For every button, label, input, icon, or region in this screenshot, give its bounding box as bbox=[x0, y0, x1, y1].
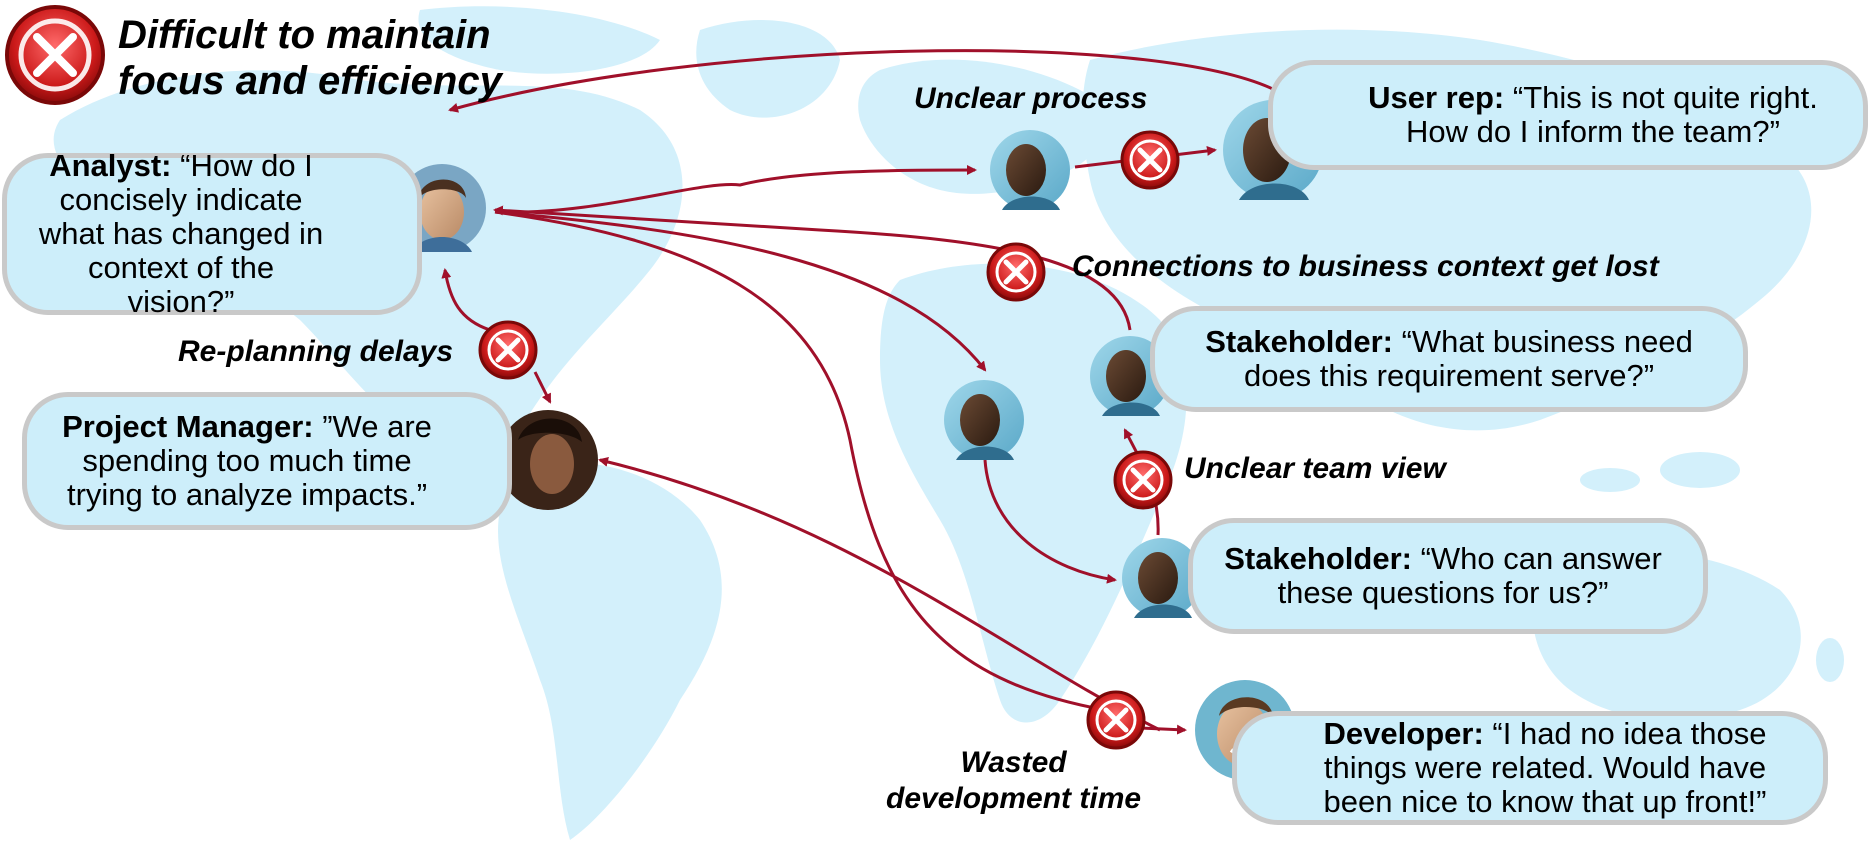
label-connections-lost: Connections to business context get lost bbox=[1072, 250, 1659, 283]
x-circle-icon bbox=[1113, 450, 1173, 510]
analyst-bubble: Analyst: “How do I concisely indicate wh… bbox=[2, 149, 422, 319]
arrow-userrep-to-analyst bbox=[448, 49, 1276, 113]
pm-quote: ”We are spending too much time trying to… bbox=[66, 409, 432, 512]
arrow-analyst-to-middle bbox=[494, 210, 987, 372]
page-title: Difficult to maintain focus and efficien… bbox=[118, 12, 502, 104]
stakeholder1-role: Stakeholder: bbox=[1205, 324, 1393, 359]
x-circle-icon bbox=[986, 242, 1046, 302]
developer-role: Developer: bbox=[1323, 716, 1484, 751]
user-rep-bubble: User rep: “This is not quite right. How … bbox=[1268, 60, 1868, 170]
analyst-quote: “How do I concisely indicate what has ch… bbox=[38, 148, 324, 319]
label-wasted-line-1: Wasted bbox=[960, 746, 1067, 779]
avatar-middle bbox=[944, 380, 1024, 460]
arrow-stakeholder1-to-analyst bbox=[493, 205, 1132, 331]
arrow-middle-to-stakeholder2 bbox=[983, 459, 1117, 584]
title-line-1: Difficult to maintain bbox=[118, 13, 491, 57]
developer-bubble: Developer: “I had no idea those things w… bbox=[1232, 711, 1828, 825]
x-circle-icon bbox=[5, 5, 105, 105]
label-unclear-process: Unclear process bbox=[914, 82, 1148, 115]
stakeholder2-role: Stakeholder: bbox=[1224, 541, 1412, 576]
user-rep-quote: “This is not quite right. How do I infor… bbox=[1406, 80, 1818, 149]
arrow-developer-to-pm bbox=[598, 457, 1161, 732]
x-circle-icon bbox=[1120, 130, 1180, 190]
title-line-2: focus and efficiency bbox=[118, 59, 502, 103]
avatar-stakeholder2 bbox=[1122, 538, 1202, 618]
user-rep-role: User rep: bbox=[1368, 80, 1505, 115]
analyst-role: Analyst: bbox=[49, 148, 172, 183]
avatar-process bbox=[990, 130, 1070, 210]
arrow-wasted-to-developer bbox=[1139, 724, 1187, 735]
project-manager-bubble: Project Manager: ”We are spending too mu… bbox=[22, 392, 512, 530]
label-wasted-line-2: development time bbox=[886, 782, 1142, 815]
stakeholder2-bubble: Stakeholder: “Who can answer these quest… bbox=[1188, 518, 1708, 634]
x-circle-icon bbox=[1086, 690, 1146, 750]
pm-role: Project Manager: bbox=[62, 409, 314, 444]
arrow-analyst-to-process bbox=[499, 165, 977, 214]
label-replanning-delays: Re-planning delays bbox=[178, 335, 454, 368]
avatar-project-manager bbox=[498, 410, 598, 510]
x-circle-icon bbox=[478, 320, 538, 380]
stakeholder1-quote: “What business need does this requiremen… bbox=[1243, 324, 1693, 393]
arrow-delay-to-pm bbox=[533, 371, 552, 404]
arrow-delay-to-analyst bbox=[441, 268, 491, 332]
developer-quote: “I had no idea those things were related… bbox=[1323, 716, 1767, 819]
stakeholder2-quote: “Who can answer these questions for us?” bbox=[1277, 541, 1662, 610]
arrow-analyst-to-developer bbox=[494, 210, 1107, 714]
stakeholder1-bubble: Stakeholder: “What business need does th… bbox=[1150, 306, 1748, 412]
label-unclear-team-view: Unclear team view bbox=[1184, 452, 1446, 485]
label-wasted-development-time: Wasted development time bbox=[886, 745, 1141, 817]
